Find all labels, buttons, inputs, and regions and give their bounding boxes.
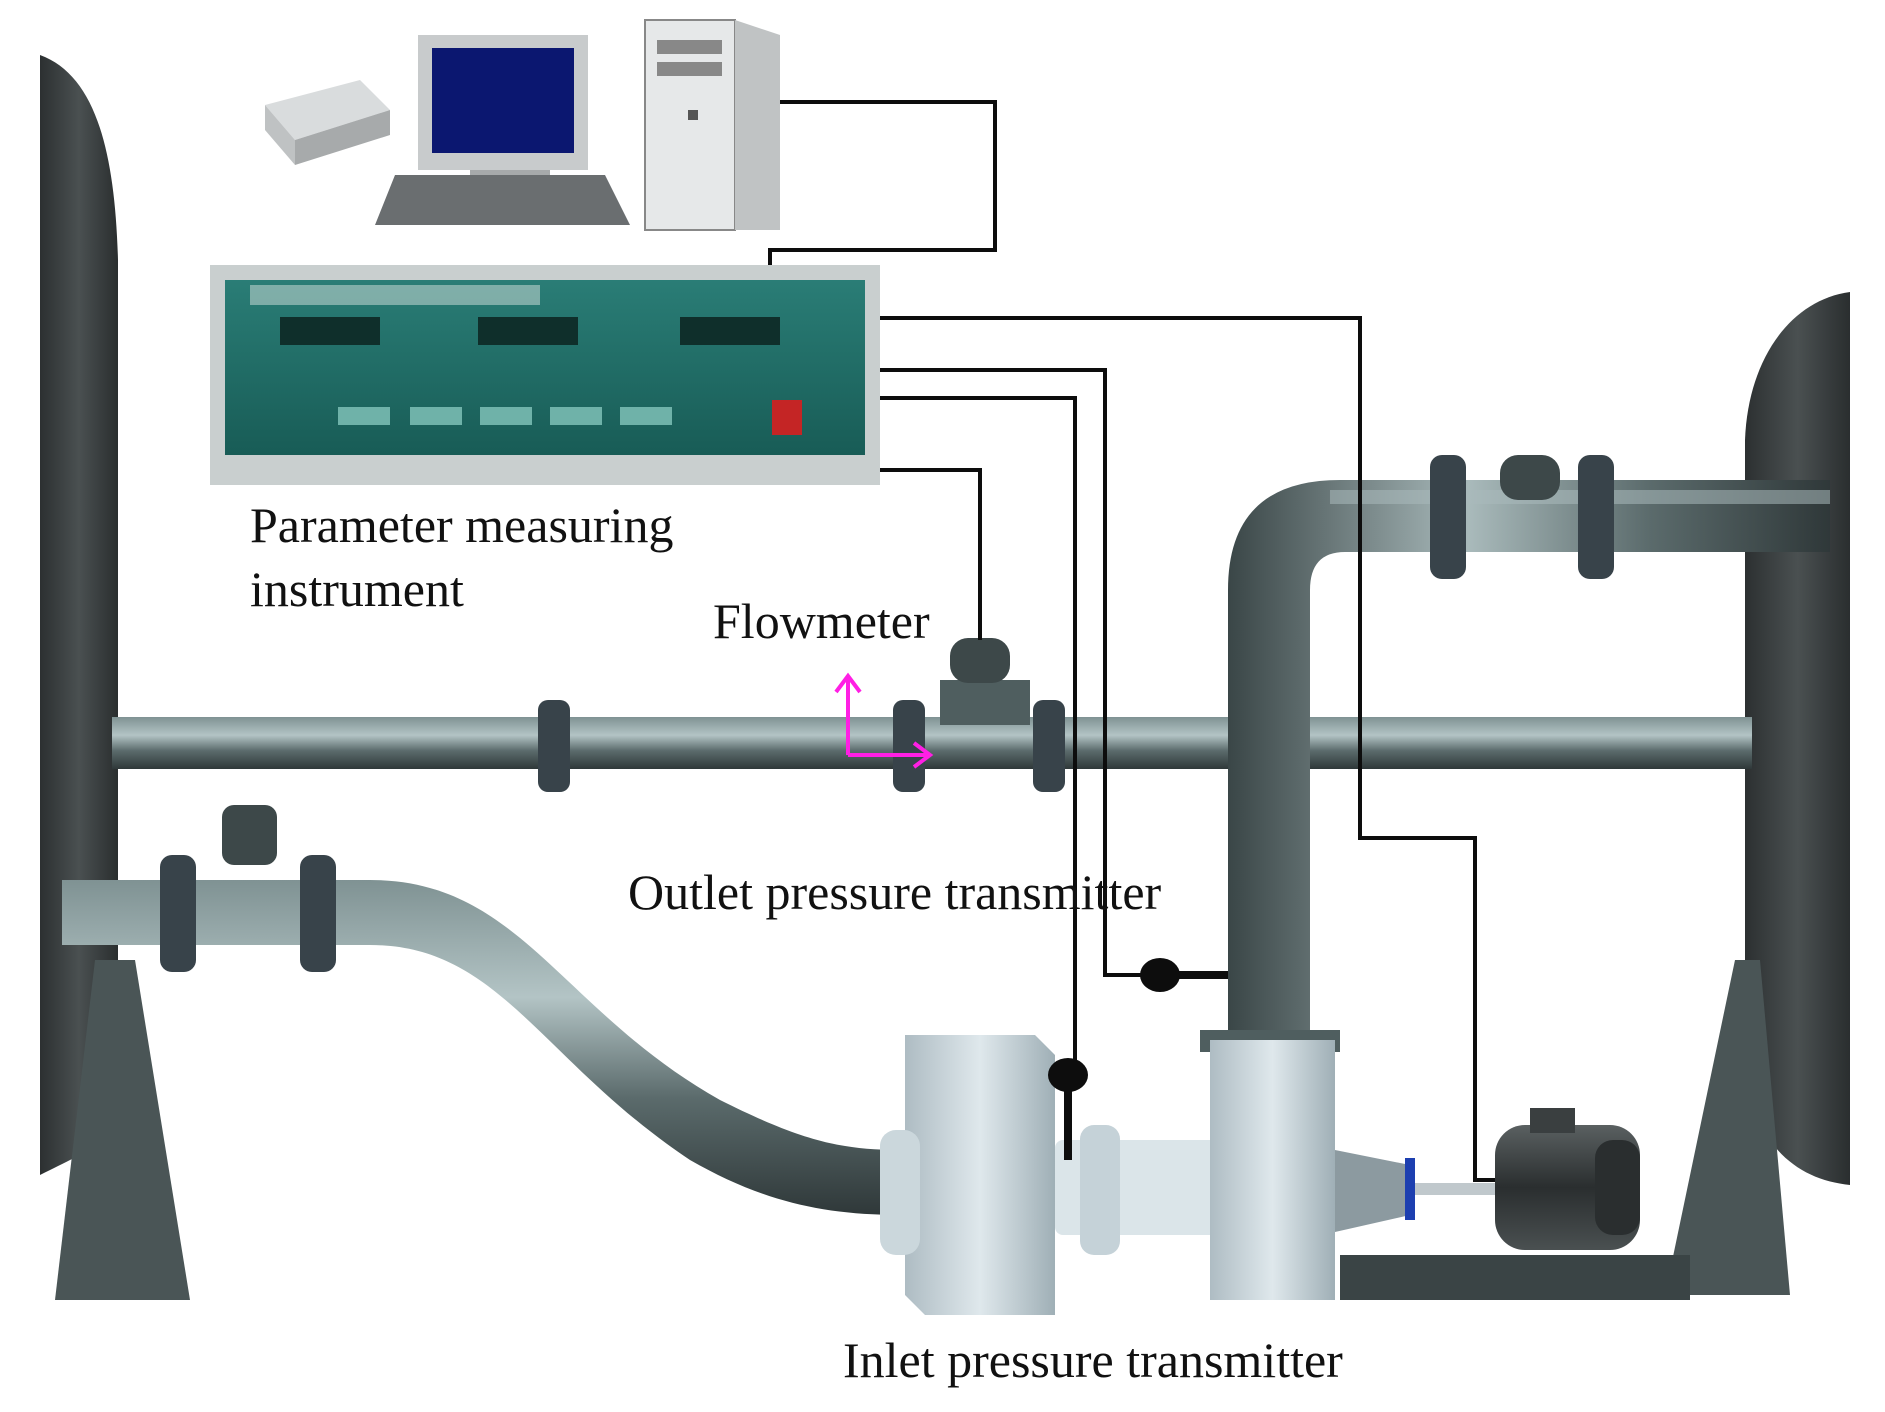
keyboard-icon <box>375 175 630 225</box>
base-skid <box>1340 1255 1690 1300</box>
pump-housing-left <box>905 1035 1055 1315</box>
inlet-pipe-flange-2 <box>300 855 336 972</box>
upper-pipe-flange-1 <box>538 700 570 792</box>
parameter-instrument-label-line2: instrument <box>250 561 464 617</box>
wire-to-motor <box>875 316 1495 1182</box>
instrument-panel <box>225 280 865 455</box>
coupling <box>1335 1150 1410 1232</box>
instrument-display-3 <box>680 317 780 345</box>
top-pipe-flange-2 <box>1578 455 1614 579</box>
instrument-power-switch <box>772 400 802 435</box>
computer-tower-icon <box>644 19 780 231</box>
flowmeter-body <box>940 680 1030 725</box>
instrument-key-1 <box>338 407 390 425</box>
inlet-transmitter-label: Inlet pressure transmitter <box>843 1332 1343 1388</box>
flow-direction-marker <box>834 672 934 769</box>
monitor-icon <box>418 35 588 190</box>
instrument-header <box>250 285 540 305</box>
parameter-instrument-label: Parameter measuring instrument <box>250 493 673 621</box>
pump-mid-flange <box>1080 1125 1120 1255</box>
instrument-key-2 <box>410 407 462 425</box>
flowmeter-label: Flowmeter <box>713 593 930 649</box>
signal-wires <box>768 100 1495 1182</box>
instrument-key-4 <box>550 407 602 425</box>
instrument-display-2 <box>478 317 578 345</box>
wire-to-inlet-transmitter <box>875 396 1077 1060</box>
coupling-ring <box>1405 1158 1415 1220</box>
wire-to-outlet-transmitter <box>875 368 1145 977</box>
parameter-instrument-label-line1: Parameter measuring <box>250 497 674 553</box>
printer-icon <box>265 80 390 165</box>
motor-shaft <box>1415 1183 1505 1195</box>
inlet-pipe-flange-1 <box>160 855 196 972</box>
right-tank-support <box>1665 960 1790 1295</box>
riser-elbow-pipe <box>1228 480 1830 1050</box>
left-tank-support <box>55 960 190 1300</box>
upper-pipe-flange-3 <box>1033 700 1065 792</box>
flowmeter-head <box>950 638 1010 683</box>
wire-to-computer <box>768 100 997 265</box>
inlet-pipe <box>62 880 900 1215</box>
instrument-key-3 <box>480 407 532 425</box>
inlet-pipe-valve <box>222 805 277 865</box>
motor-junction-box <box>1530 1108 1575 1133</box>
pump-housing-right <box>1210 1040 1335 1300</box>
top-pipe-flange-1 <box>1430 455 1466 579</box>
upper-pipe-flange-2 <box>893 700 925 792</box>
top-pipe-valve <box>1500 455 1560 500</box>
upper-horizontal-pipe <box>112 717 1752 769</box>
instrument-key-5 <box>620 407 672 425</box>
outlet-transmitter-label: Outlet pressure transmitter <box>628 864 1162 920</box>
wire-to-flowmeter <box>875 468 982 640</box>
pump-inlet-flange <box>880 1130 920 1255</box>
motor-cap <box>1595 1140 1640 1235</box>
instrument-display-1 <box>280 317 380 345</box>
